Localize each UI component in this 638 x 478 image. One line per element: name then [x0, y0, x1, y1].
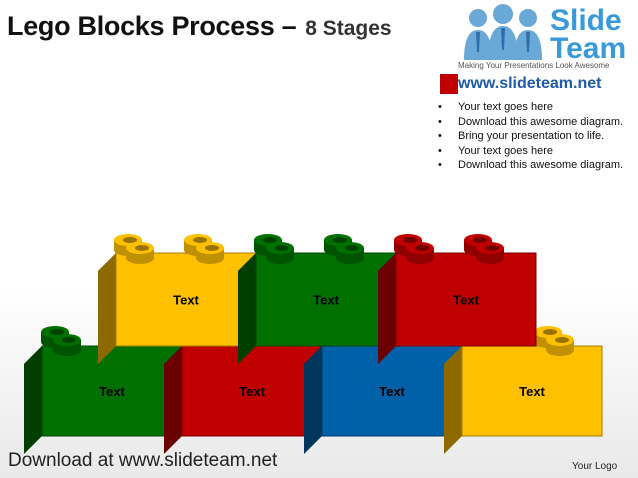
- bullet-item: Bring your presentation to life.: [438, 129, 633, 144]
- lego-stud: [196, 242, 224, 264]
- bullet-item: Your text goes here: [438, 100, 633, 115]
- slide-title: Lego Blocks Process – 8 Stages: [7, 6, 392, 43]
- block-label: Text: [379, 384, 405, 399]
- bullet-item: Your text goes here: [438, 144, 633, 159]
- lego-block: Text: [304, 345, 463, 454]
- brand-tagline: Making Your Presentations Look Awesome: [458, 61, 610, 70]
- lego-stud: [406, 242, 434, 264]
- brand-slide: Slide: [550, 4, 622, 37]
- your-logo-text: Your Logo: [572, 461, 618, 472]
- lego-block: Text: [444, 345, 603, 454]
- lego-stud: [126, 242, 154, 264]
- block-label: Text: [239, 384, 265, 399]
- block-label: Text: [173, 293, 199, 308]
- accent-bar: [440, 74, 458, 94]
- lego-block: Text: [164, 345, 323, 454]
- bullet-item: Download this awesome diagram.: [438, 115, 633, 130]
- brand-team: Team: [550, 32, 627, 65]
- title-main: Lego Blocks Process –: [7, 11, 297, 41]
- slideteam-logo: Slide Team: [458, 4, 638, 74]
- lego-stud: [336, 242, 364, 264]
- bullet-list: Your text goes here Download this awesom…: [438, 100, 633, 173]
- block-label: Text: [99, 384, 125, 399]
- website-url: www.slideteam.net: [458, 75, 602, 92]
- lego-stud: [266, 242, 294, 264]
- title-sub: 8 Stages: [305, 17, 392, 40]
- lego-stud: [476, 242, 504, 264]
- lego-stud: [546, 334, 574, 356]
- bullet-item: Download this awesome diagram.: [438, 158, 633, 173]
- lego-block: Text: [24, 345, 183, 454]
- block-label: Text: [453, 293, 479, 308]
- lego-stud: [53, 334, 81, 356]
- download-text: Download at www.slideteam.net: [8, 450, 278, 471]
- block-label: Text: [313, 293, 339, 308]
- block-label: Text: [519, 384, 545, 399]
- people-icon: [464, 4, 542, 60]
- lego-block: Text: [238, 252, 397, 364]
